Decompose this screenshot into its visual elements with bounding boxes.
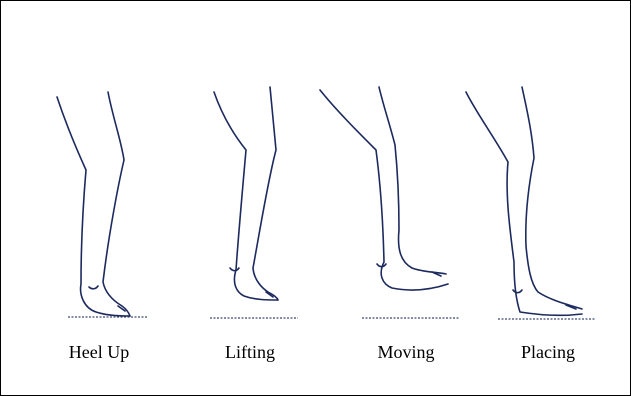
leg-moving — [320, 87, 460, 318]
leg-placing-front-line — [522, 87, 582, 309]
leg-moving-back-line — [320, 90, 448, 290]
leg-lifting-ankle-mark — [230, 268, 239, 271]
leg-lifting-front-line — [253, 87, 278, 300]
label-placing: Placing — [521, 342, 575, 363]
leg-moving-front-line — [379, 87, 446, 274]
leg-heel-up-ankle-mark — [89, 286, 98, 289]
label-moving: Moving — [377, 342, 434, 363]
label-lifting: Lifting — [225, 342, 275, 363]
leg-lifting-back-line — [214, 92, 278, 300]
leg-moving-ankle-mark — [377, 264, 386, 267]
leg-placing-back-line — [466, 92, 582, 315]
leg-lifting — [210, 87, 298, 318]
leg-placing — [466, 87, 596, 319]
leg-placing-ankle-mark — [513, 290, 522, 293]
label-heel-up: Heel Up — [69, 342, 129, 363]
leg-heel-up-front-line — [103, 92, 130, 316]
leg-heel-up-back-line — [57, 97, 130, 316]
leg-heel-up — [57, 92, 148, 317]
